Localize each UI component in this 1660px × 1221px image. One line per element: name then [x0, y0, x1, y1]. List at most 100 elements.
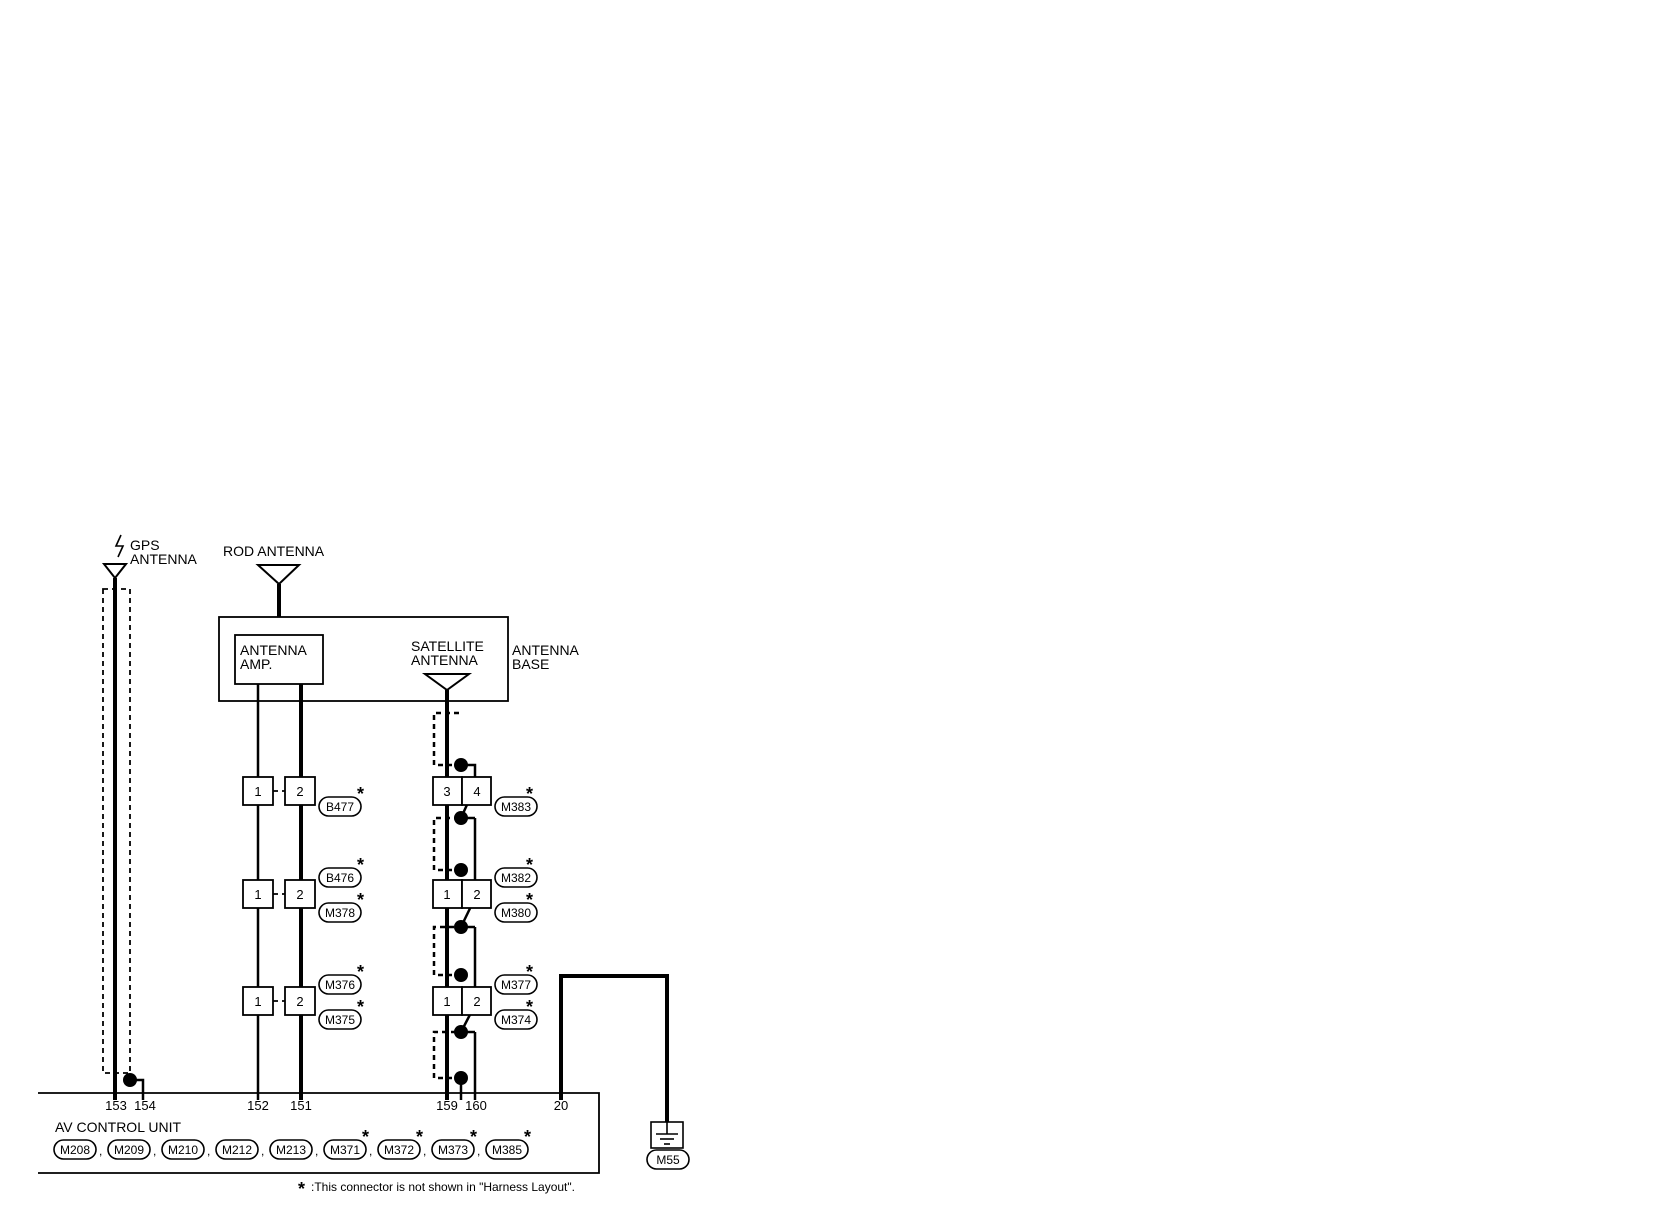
b477-pin-1-box: [242, 776, 274, 806]
m376-pin-2: 2: [296, 994, 303, 1009]
satellite-antenna-label-1: SATELLITE: [411, 638, 484, 654]
pin-160: 160: [465, 1098, 487, 1113]
connector-b477: B477: [326, 800, 354, 814]
m382-star: *: [526, 855, 533, 875]
connector-m55-pill: [646, 1149, 690, 1170]
m375-star: *: [357, 997, 364, 1017]
pin-153: 153: [105, 1098, 127, 1113]
connector-m374: M374: [501, 1013, 531, 1027]
b477-star: *: [357, 784, 364, 804]
m377-star: *: [526, 962, 533, 982]
connector-b476-pill: [318, 867, 362, 888]
pin-151: 151: [290, 1098, 312, 1113]
av-connector-m371: M371: [330, 1143, 360, 1157]
m380-pin-2-box: [461, 879, 492, 909]
av-connector-m213: M213: [276, 1143, 306, 1157]
antenna-base-label-2: BASE: [512, 656, 549, 672]
av-connector-separator: ,: [369, 1144, 372, 1158]
rod-antenna-icon: [255, 564, 302, 586]
connector-m55: M55: [656, 1153, 680, 1167]
av-connector-pill-m385: [485, 1139, 529, 1160]
av-connector-pill-m371: [323, 1139, 367, 1160]
connector-m378: M378: [325, 906, 355, 920]
m374-star: *: [526, 997, 533, 1017]
av-connector-pill-m212: [215, 1139, 259, 1160]
m383-pin-3-box: [432, 776, 463, 806]
m383-pin-4: 4: [473, 784, 480, 799]
av-control-unit-box: [38, 1092, 600, 1174]
av-connector-separator: ,: [315, 1144, 318, 1158]
m383-pin-4-box: [461, 776, 492, 806]
connector-m382-pill: [494, 867, 538, 888]
connector-m376-pill: [318, 974, 362, 995]
connector-m380-pill: [494, 902, 538, 923]
av-connector-separator: ,: [153, 1144, 156, 1158]
antenna-base-label-1: ANTENNA: [512, 642, 580, 658]
av-connector-separator: ,: [423, 1144, 426, 1158]
footnote-text: :This connector is not shown in "Harness…: [311, 1180, 575, 1194]
av-connector-star-m371: *: [362, 1127, 369, 1147]
m376-pin-1: 1: [254, 994, 261, 1009]
av-control-unit-connector-list: M208,M209,M210,M212,M213,M371*,M372*,M37…: [53, 1127, 531, 1160]
connector-m378-pill: [318, 902, 362, 923]
connector-m375: M375: [325, 1013, 355, 1027]
m378-star: *: [357, 890, 364, 910]
m383-pin-3: 3: [443, 784, 450, 799]
av-connector-m210: M210: [168, 1143, 198, 1157]
av-connector-separator: ,: [99, 1144, 102, 1158]
satellite-antenna-label-2: ANTENNA: [411, 652, 479, 668]
footnote-star: *: [298, 1179, 305, 1199]
wire-20-ground: [559, 974, 669, 1122]
b476-pin-2: 2: [296, 887, 303, 902]
m374-pin-2: 2: [473, 994, 480, 1009]
m376-pin-1-box: [242, 986, 274, 1016]
pin-20: 20: [554, 1098, 568, 1113]
gps-shield-splice: [123, 1073, 137, 1087]
rod-antenna-label: ROD ANTENNA: [223, 543, 325, 559]
pin-154: 154: [134, 1098, 156, 1113]
av-connector-pill-m209: [107, 1139, 151, 1160]
av-connector-pill-m213: [269, 1139, 313, 1160]
av-connector-separator: ,: [261, 1144, 264, 1158]
m380-pin-1-box: [432, 879, 463, 909]
gps-antenna-label-2: ANTENNA: [130, 551, 198, 567]
connector-b476: B476: [326, 871, 354, 885]
av-control-unit-label: AV CONTROL UNIT: [55, 1119, 181, 1135]
pin-159: 159: [436, 1098, 458, 1113]
satellite-antenna-icon: [421, 673, 473, 692]
av-connector-m212: M212: [222, 1143, 252, 1157]
antenna-amp-label-1: ANTENNA: [240, 642, 308, 658]
av-connector-star-m372: *: [416, 1127, 423, 1147]
m374-pin-2-box: [461, 986, 492, 1016]
connector-b477-pill: [318, 796, 362, 817]
b476-star: *: [357, 855, 364, 875]
av-connector-pill-m208: [53, 1139, 97, 1160]
gps-antenna-label-1: GPS: [130, 537, 160, 553]
m383-star: *: [526, 784, 533, 804]
av-connector-m385: M385: [492, 1143, 522, 1157]
av-connector-star-m373: *: [470, 1127, 477, 1147]
av-connector-m209: M209: [114, 1143, 144, 1157]
connector-m383: M383: [501, 800, 531, 814]
av-connector-m372: M372: [384, 1143, 414, 1157]
m380-pin-1: 1: [443, 887, 450, 902]
av-connector-m208: M208: [60, 1143, 90, 1157]
b477-pin-2: 2: [296, 784, 303, 799]
antenna-amp-label-2: AMP.: [240, 656, 272, 672]
connector-m380: M380: [501, 906, 531, 920]
pin-152: 152: [247, 1098, 269, 1113]
av-connector-pill-m373: [431, 1139, 475, 1160]
connector-m383-pill: [494, 796, 538, 817]
connector-m382: M382: [501, 871, 531, 885]
av-connector-pill-m372: [377, 1139, 421, 1160]
m380-star: *: [526, 890, 533, 910]
ground-icon: [650, 1121, 684, 1149]
av-connector-separator: ,: [207, 1144, 210, 1158]
satellite-shield-segments: [432, 711, 461, 1080]
connector-m376: M376: [325, 978, 355, 992]
b476-pin-1: 1: [254, 887, 261, 902]
av-connector-star-m385: *: [524, 1127, 531, 1147]
av-connector-pill-m210: [161, 1139, 205, 1160]
